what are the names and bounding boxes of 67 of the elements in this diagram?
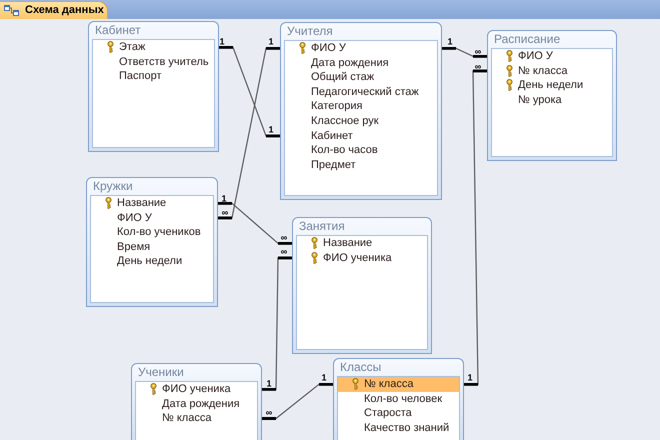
cardinality-label: ∞ — [474, 62, 482, 72]
field-name: Дата рождения — [162, 396, 240, 412]
relationship-line — [262, 382, 333, 420]
table-title: Ученики — [138, 365, 184, 380]
field-name: Название — [117, 196, 166, 211]
relationship-line — [219, 46, 280, 138]
field-name: Кол-во человек — [364, 392, 442, 406]
relationship-line — [442, 46, 487, 58]
cardinality-label: 1 — [220, 38, 224, 46]
cardinality-label: 1 — [468, 374, 472, 382]
relationship-line — [464, 69, 487, 386]
field-name: ФИО ученика — [323, 250, 392, 266]
table-title: Классы — [340, 360, 382, 375]
field-name: Этаж — [119, 40, 146, 55]
table-title: Занятия — [299, 219, 345, 234]
field-name: Педагогический стаж — [311, 84, 419, 100]
cardinality-label: 1 — [322, 374, 326, 382]
field-name: № класса — [364, 377, 414, 392]
field-name: Предмет — [311, 158, 356, 172]
cardinality-label: ∞ — [266, 408, 272, 418]
relationship-line — [218, 202, 292, 245]
field-name: ФИО У — [518, 49, 553, 64]
table-window — [86, 177, 218, 307]
table-window — [280, 22, 442, 200]
field-name: ФИО У — [117, 210, 152, 226]
field-name: Время — [117, 240, 150, 254]
table-window — [88, 21, 219, 152]
table-title: Учителя — [287, 24, 333, 39]
table-title: Кружки — [93, 179, 133, 194]
table-window — [131, 363, 262, 440]
field-name: ФИО У — [311, 41, 346, 56]
field-name: Название — [323, 236, 372, 251]
field-name: № класса — [518, 64, 568, 78]
field-name: Кол-во учеников — [117, 225, 201, 240]
table-title: Расписание — [494, 32, 560, 47]
document-tab: Схема данных — [0, 1, 108, 19]
cardinality-label: 1 — [448, 38, 452, 46]
field-name: № урока — [518, 92, 562, 108]
cardinality-label: 1 — [222, 194, 226, 204]
cardinality-label: 1 — [266, 380, 272, 388]
table-window — [333, 358, 464, 440]
field-name: ФИО ученика — [162, 382, 231, 397]
selected-field-row — [338, 377, 459, 392]
field-name: Классное рук — [311, 114, 379, 129]
field-name: Паспорт — [119, 69, 162, 84]
relationship-line — [218, 46, 280, 220]
cardinality-label: ∞ — [222, 208, 228, 218]
field-name: Староста — [364, 406, 412, 421]
field-name: Кол-во часов — [311, 143, 378, 158]
field-name: Качество знаний — [364, 420, 450, 436]
field-name: Общий стаж — [311, 70, 374, 85]
field-name: День недели — [117, 254, 182, 269]
cardinality-label: ∞ — [280, 248, 288, 256]
cardinality-label: 1 — [268, 126, 274, 134]
field-name: Ответств учитель — [119, 54, 209, 70]
table-window — [292, 217, 432, 354]
field-name: День недели — [518, 78, 584, 93]
table-window — [487, 30, 617, 161]
field-name: Категория — [311, 99, 362, 114]
field-name: № класса — [162, 411, 212, 426]
field-name: Дата рождения — [311, 56, 389, 70]
cardinality-label: ∞ — [474, 48, 482, 56]
cardinality-label: ∞ — [280, 234, 288, 242]
cardinality-label: 1 — [268, 38, 274, 46]
field-name: Кабинет — [311, 128, 353, 144]
relationship-line — [262, 256, 292, 391]
table-title: Кабинет — [95, 23, 141, 38]
